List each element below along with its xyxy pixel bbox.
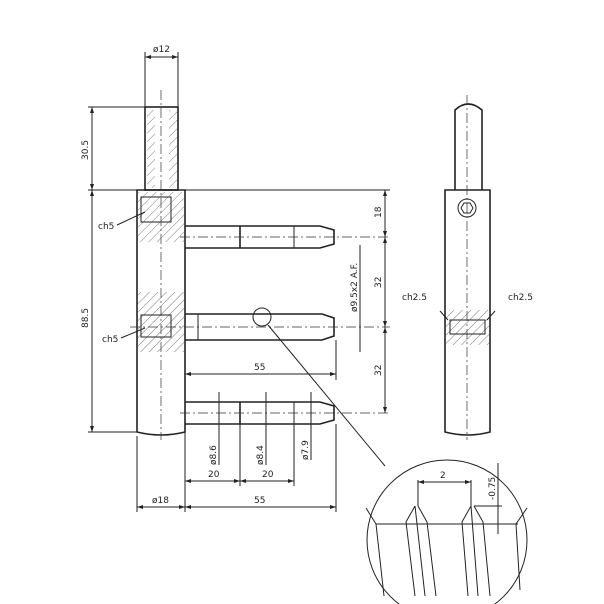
dim-chamfer-mid: ch5 — [102, 335, 118, 345]
detail-width: 2 — [440, 471, 446, 481]
dim-pin-dia: ø12 — [153, 45, 170, 55]
dim-pin-height: 30.5 — [81, 140, 91, 160]
dim-hex: ø9.5x2 A.F. — [350, 263, 360, 312]
side-chamfer-left: ch2.5 — [402, 293, 427, 303]
dim-pin-length-bottom: 55 — [254, 496, 265, 506]
dim-seg-1: 20 — [208, 470, 220, 480]
dim-dia-3: ø7.9 — [301, 440, 311, 460]
dimensions: ø12 30.5 88.5 ch5 ch5 18 32 32 ø9.5x2 A.… — [81, 45, 390, 512]
dim-pin-length-top: 55 — [254, 363, 265, 373]
dim-spacing-2: 32 — [374, 365, 384, 376]
detail-marker — [252, 307, 272, 327]
detail-view: 2 -0.75 — [365, 459, 528, 604]
dim-body-dia: ø18 — [152, 496, 169, 506]
dim-dia-1: ø8.6 — [209, 445, 219, 465]
dim-chamfer-top: ch5 — [98, 222, 114, 232]
dim-seg-2: 20 — [262, 470, 274, 480]
side-view: ch2.5 ch2.5 — [402, 95, 533, 440]
dim-total-height: 88.5 — [81, 308, 91, 328]
dim-offset-top: 18 — [374, 206, 384, 218]
dim-dia-2: ø8.4 — [256, 445, 266, 465]
front-view — [130, 90, 390, 467]
side-chamfer-right: ch2.5 — [508, 293, 533, 303]
dim-spacing-1: 32 — [374, 277, 384, 288]
detail-depth: -0.75 — [488, 477, 498, 500]
